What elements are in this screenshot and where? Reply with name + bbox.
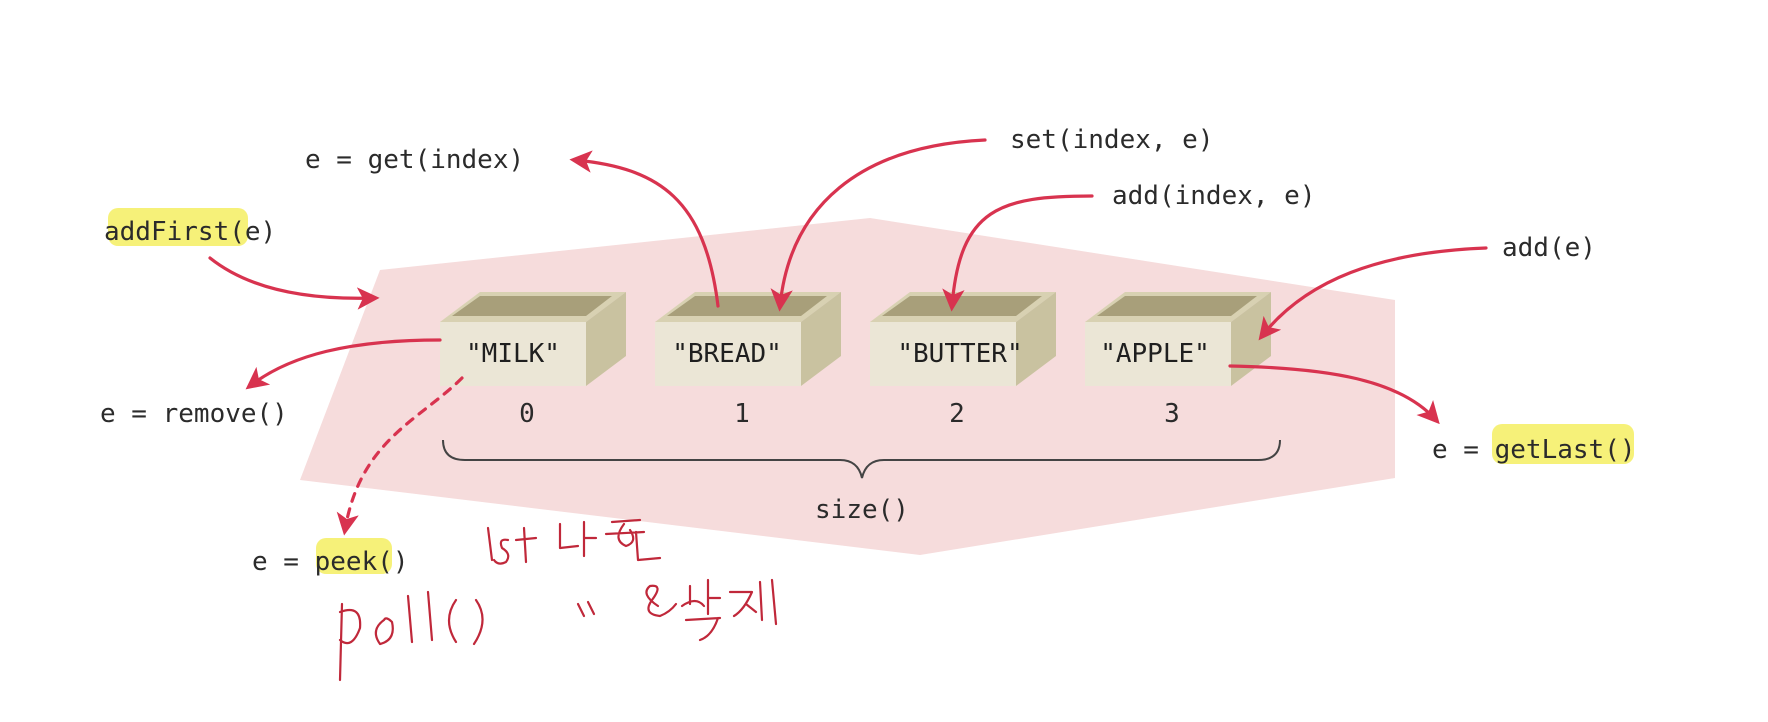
- box-1: [655, 292, 841, 386]
- size-label: size(): [815, 495, 909, 525]
- add-index-arrow: [942, 194, 1094, 312]
- box-label-0: "MILK": [466, 339, 560, 369]
- remove-label: e = remove(): [100, 399, 288, 429]
- box-3: [1085, 292, 1271, 386]
- add-first-arrow: [208, 256, 380, 310]
- get-arrow: [569, 150, 720, 308]
- set-arrow: [770, 138, 987, 312]
- size-brace: [442, 439, 1281, 479]
- peek-arrow: [336, 376, 464, 536]
- add-arrow: [1258, 246, 1488, 341]
- add-label: add(e): [1502, 233, 1596, 263]
- remove-arrow: [245, 338, 442, 390]
- get-last-label: e = getLast(): [1432, 435, 1636, 465]
- peek-label: e = peek(): [252, 547, 409, 577]
- box-label-3: "APPLE": [1100, 339, 1210, 369]
- highlight-peek: [316, 538, 392, 574]
- index-label-2: 2: [949, 399, 965, 429]
- handwritten-notes: [338, 518, 778, 682]
- get-label: e = get(index): [305, 145, 524, 175]
- box-label-1: "BREAD": [672, 339, 782, 369]
- set-label: set(index, e): [1010, 125, 1214, 155]
- highlight-addfirst: [108, 208, 248, 246]
- highlight-getlast: [1492, 424, 1634, 464]
- get-last-arrow: [1228, 364, 1440, 425]
- index-label-0: 0: [519, 399, 535, 429]
- box-label-2: "BUTTER": [897, 339, 1022, 369]
- add-index-label: add(index, e): [1112, 181, 1316, 211]
- index-label-3: 3: [1164, 399, 1180, 429]
- box-0: [440, 292, 626, 386]
- add-first-label: addFirst(e): [104, 217, 276, 247]
- index-label-1: 1: [734, 399, 750, 429]
